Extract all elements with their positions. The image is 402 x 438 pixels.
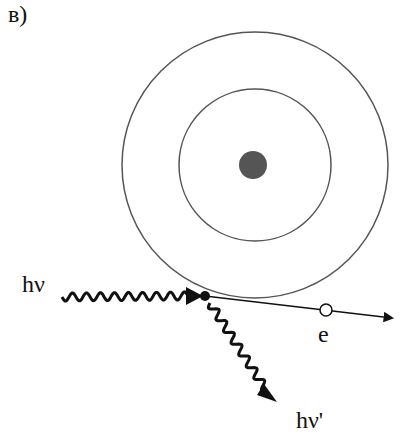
scattered-photon <box>208 303 264 391</box>
outer-shell <box>122 32 388 298</box>
panel-letter: в) <box>8 2 27 26</box>
scattered-arrowhead <box>257 384 277 402</box>
incident-photon-label: hν <box>22 272 45 296</box>
inner-shell <box>179 89 331 241</box>
recoil-electron <box>320 304 332 316</box>
scattered-photon-label: hν' <box>296 408 323 432</box>
nucleus <box>239 151 267 179</box>
electron-track <box>205 296 392 318</box>
incident-photon <box>62 292 190 301</box>
electron-dot <box>200 291 210 301</box>
electron-label: e <box>318 322 329 346</box>
